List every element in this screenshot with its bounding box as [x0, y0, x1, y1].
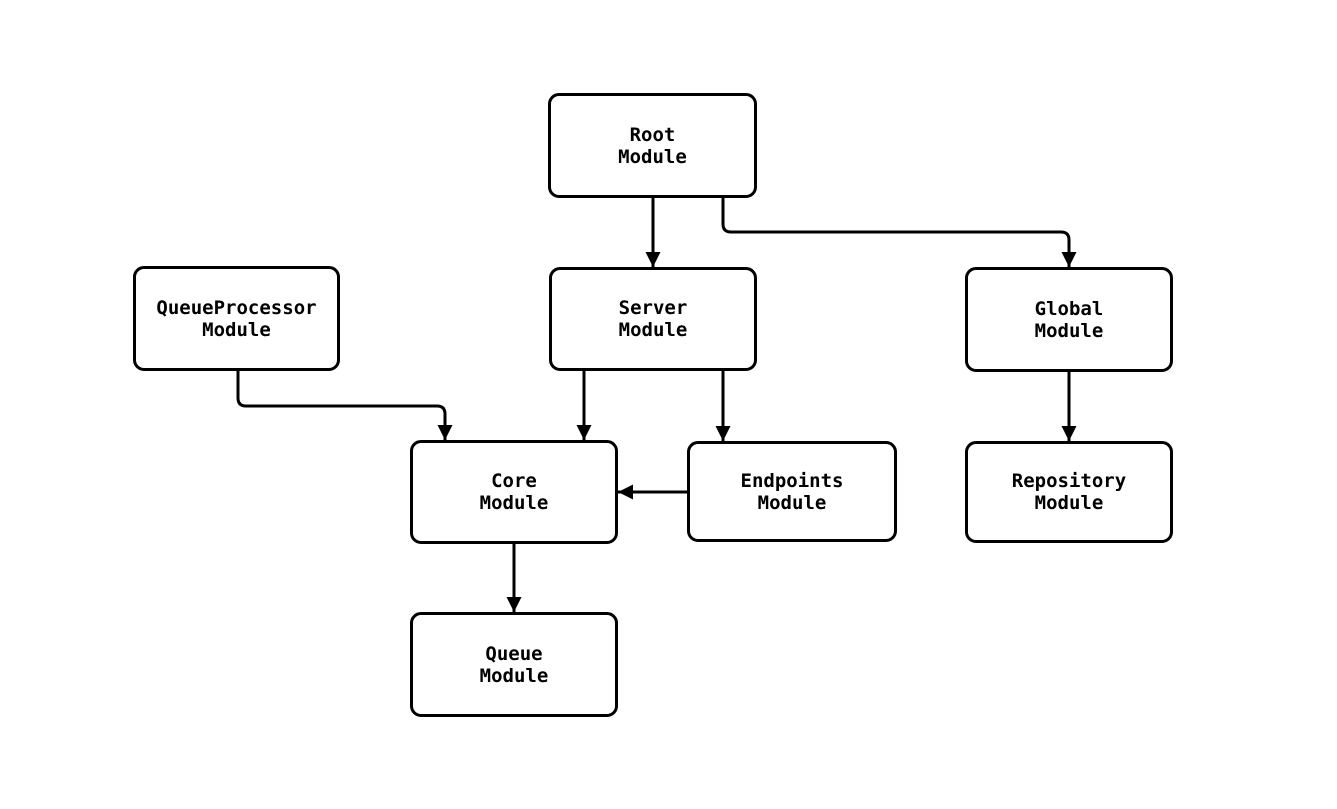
- edge-queueprocessor-to-core: [236, 371, 453, 440]
- node-label: Root Module: [618, 123, 687, 168]
- node-label: QueueProcessor Module: [156, 296, 317, 341]
- node-server-module: Server Module: [549, 267, 757, 371]
- node-global-module: Global Module: [965, 267, 1173, 372]
- node-queue-module: Queue Module: [410, 612, 618, 717]
- node-label: Server Module: [618, 297, 688, 341]
- node-queueprocessor-module: QueueProcessor Module: [133, 266, 340, 371]
- edge-root-to-global: [721, 198, 1077, 267]
- node-repository-module: Repository Module: [965, 441, 1173, 543]
- node-label: Queue Module: [479, 642, 549, 687]
- node-label: Endpoints Module: [740, 469, 844, 514]
- node-label: Repository Module: [1011, 470, 1127, 514]
- node-core-module: Core Module: [410, 440, 618, 544]
- node-root-module: Root Module: [548, 93, 757, 198]
- node-endpoints-module: Endpoints Module: [687, 441, 897, 542]
- node-label: Global Module: [1034, 297, 1104, 342]
- node-label: Core Module: [479, 470, 549, 514]
